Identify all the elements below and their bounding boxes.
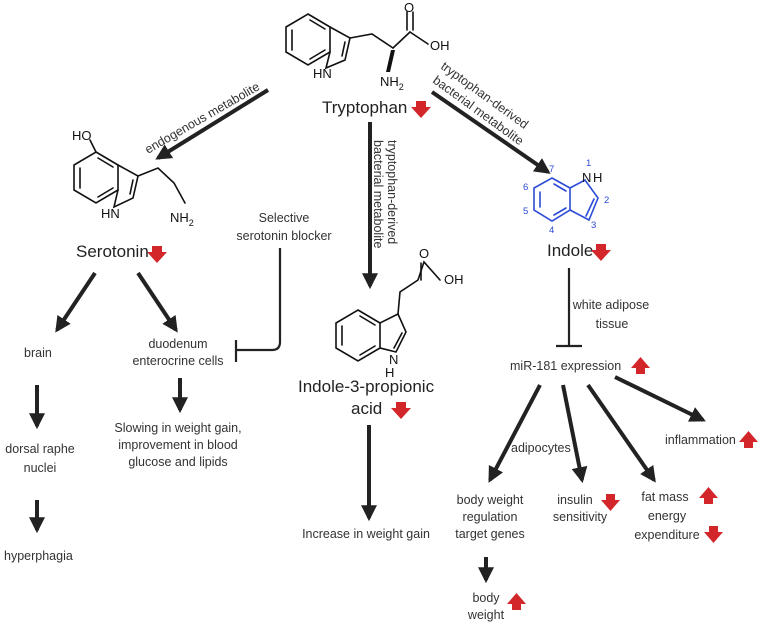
hydrogen-atom-indole: H bbox=[593, 170, 602, 185]
node-indole: Indole bbox=[547, 241, 593, 260]
arrow-mir-bwrtg bbox=[488, 384, 542, 483]
arrow-mir-inflammation bbox=[614, 375, 706, 422]
hydroxyl-group: OH bbox=[430, 38, 450, 53]
ring-number: 1 bbox=[586, 158, 591, 169]
serotonin-structure: HO HN NH2 bbox=[72, 128, 194, 228]
ring-number: 3 bbox=[591, 220, 596, 231]
node-inflammation: inflammation bbox=[665, 433, 736, 447]
down-arrow-icon bbox=[147, 246, 167, 263]
node-energy-2: expenditure bbox=[634, 528, 699, 542]
node-dorsal-raphe-2: nuclei bbox=[24, 461, 57, 475]
amine-group: NH2 bbox=[380, 74, 404, 92]
node-hyperphagia: hyperphagia bbox=[4, 549, 73, 563]
node-energy-1: energy bbox=[648, 509, 687, 523]
hydrogen-atom-ipa: H bbox=[385, 365, 394, 380]
nitrogen-atom-indole: N bbox=[582, 170, 591, 185]
node-duodenum-1: duodenum bbox=[148, 337, 207, 351]
node-bwrtg-2: regulation bbox=[463, 510, 518, 524]
node-dorsal-raphe-1: dorsal raphe bbox=[5, 442, 75, 456]
node-serotonin: Serotonin bbox=[76, 242, 149, 261]
label-selective-2: serotonin blocker bbox=[236, 229, 331, 243]
oxygen-atom-ipa: O bbox=[419, 246, 429, 261]
node-insulin-1: insulin bbox=[557, 493, 592, 507]
ipa-structure: O OH N H bbox=[335, 246, 464, 380]
up-arrow-icon bbox=[507, 593, 526, 610]
down-arrow-icon bbox=[601, 494, 620, 511]
nitrogen-atom-ipa: N bbox=[389, 352, 398, 367]
node-body-weight-1: body bbox=[472, 591, 500, 605]
ring-number: 5 bbox=[523, 206, 528, 217]
node-mir181: miR-181 expression bbox=[510, 359, 621, 373]
node-tryptophan: Tryptophan bbox=[322, 98, 407, 117]
node-fat-mass: fat mass bbox=[641, 490, 688, 504]
nh-atom-serotonin: HN bbox=[101, 206, 120, 221]
arrow-mir-insulin bbox=[561, 384, 588, 484]
node-bwrtg-3: target genes bbox=[455, 527, 525, 541]
down-arrow-icon bbox=[704, 526, 723, 543]
label-endogenous-metabolite: endogenous metabolite bbox=[143, 79, 263, 156]
tryptophan-structure: O OH HN NH2 bbox=[285, 0, 450, 92]
label-adipocytes: adipocytes bbox=[511, 441, 571, 455]
down-arrow-icon bbox=[391, 402, 411, 419]
ho-group: HO bbox=[72, 128, 92, 143]
label-ipa-bacterial-2: bacterial metabolite bbox=[371, 140, 385, 248]
arrow-serotonin-brain bbox=[55, 271, 97, 333]
up-arrow-icon bbox=[631, 357, 650, 374]
node-insulin-2: sensitivity bbox=[553, 510, 608, 524]
node-duodenum-2: enterocrine cells bbox=[132, 354, 223, 368]
nh-atom: HN bbox=[313, 66, 332, 81]
hydroxyl-group-ipa: OH bbox=[444, 272, 464, 287]
node-body-weight-2: weight bbox=[467, 608, 505, 622]
amine-group-serotonin: NH2 bbox=[170, 210, 194, 228]
label-white-adipose-2: tissue bbox=[596, 317, 629, 331]
ring-number: 7 bbox=[549, 164, 554, 175]
arrow-tryptophan-indole bbox=[430, 90, 551, 174]
label-selective-1: Selective bbox=[259, 211, 310, 225]
label-ipa-bacterial-1: tryptophan-derived bbox=[385, 140, 399, 244]
oxygen-atom: O bbox=[404, 0, 414, 15]
inhibition-selective-blocker bbox=[236, 248, 282, 352]
node-slowing-1: Slowing in weight gain, bbox=[114, 421, 241, 435]
node-brain: brain bbox=[24, 346, 52, 360]
up-arrow-icon bbox=[699, 487, 718, 504]
label-white-adipose-1: white adipose bbox=[572, 298, 649, 312]
indole-structure: N H 1 2 3 4 5 6 7 bbox=[523, 158, 609, 236]
node-slowing-2: improvement in blood bbox=[118, 438, 238, 452]
arrow-tryptophan-serotonin bbox=[155, 88, 270, 160]
node-slowing-3: glucose and lipids bbox=[128, 455, 227, 469]
down-arrow-icon bbox=[591, 244, 611, 261]
ring-number: 6 bbox=[523, 182, 528, 193]
ring-number: 4 bbox=[549, 225, 554, 236]
arrow-serotonin-duodenum bbox=[136, 271, 178, 333]
down-arrow-icon bbox=[411, 101, 431, 118]
node-ipa-line1: Indole-3-propionic bbox=[298, 377, 435, 396]
node-ipa-line2: acid bbox=[351, 399, 382, 418]
up-arrow-icon bbox=[739, 431, 758, 448]
arrow-mir-fatmass bbox=[586, 383, 656, 483]
node-increase-weight-gain: Increase in weight gain bbox=[302, 527, 430, 541]
ring-number: 2 bbox=[604, 195, 609, 206]
node-bwrtg-1: body weight bbox=[457, 493, 524, 507]
